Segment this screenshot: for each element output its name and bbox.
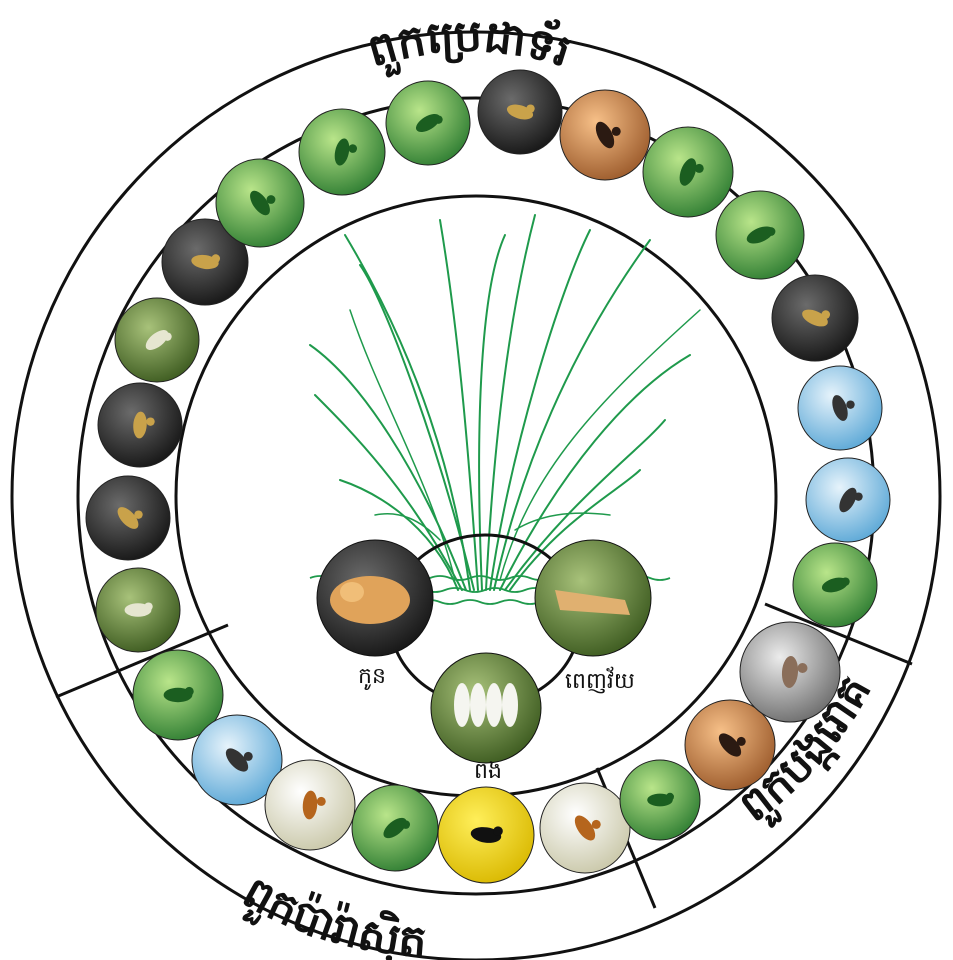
egg-photo [431,653,541,763]
water-striders-icon [798,366,882,450]
wasp-white-icon [265,760,355,850]
ant-icon [386,81,470,165]
spider-on-leaf-icon [96,568,180,652]
adult-label: ពេញវ័យ [565,666,635,694]
grasshopper-on-leaf-icon [86,476,170,560]
red-wasp-icon [540,783,630,873]
beetle-larva-icon [643,127,733,217]
cricket-on-leaf-icon [793,543,877,627]
predators-title: ពួកប្រេដាទ័រ [362,11,576,82]
mirid-bug-on-leaf-icon [299,109,385,195]
fungal-spores-icon [740,622,840,722]
adult-photo [535,540,651,656]
black-wasp-icon [438,787,534,883]
parasitic-wasp-icon [352,785,438,871]
rice-plant-icon [310,215,700,590]
damselfly-icon [478,70,562,154]
orb-spider-icon [216,159,304,247]
mosquito-predator-icon [806,458,890,542]
ladybird-beetle-icon [560,90,650,180]
nymph-label: កូន [358,664,386,690]
wolf-spider-icon [115,298,199,382]
infected-leaf-icon [620,760,700,840]
nymph-photo [317,540,433,656]
caterpillar-predator-icon [772,275,858,361]
ladybird-red-icon [716,191,804,279]
parasitoids-title: ពួកប៉ារ៉ាស៊ិត [232,867,428,960]
jumping-spider-icon [98,383,182,467]
egg-label: ពង [474,759,502,784]
